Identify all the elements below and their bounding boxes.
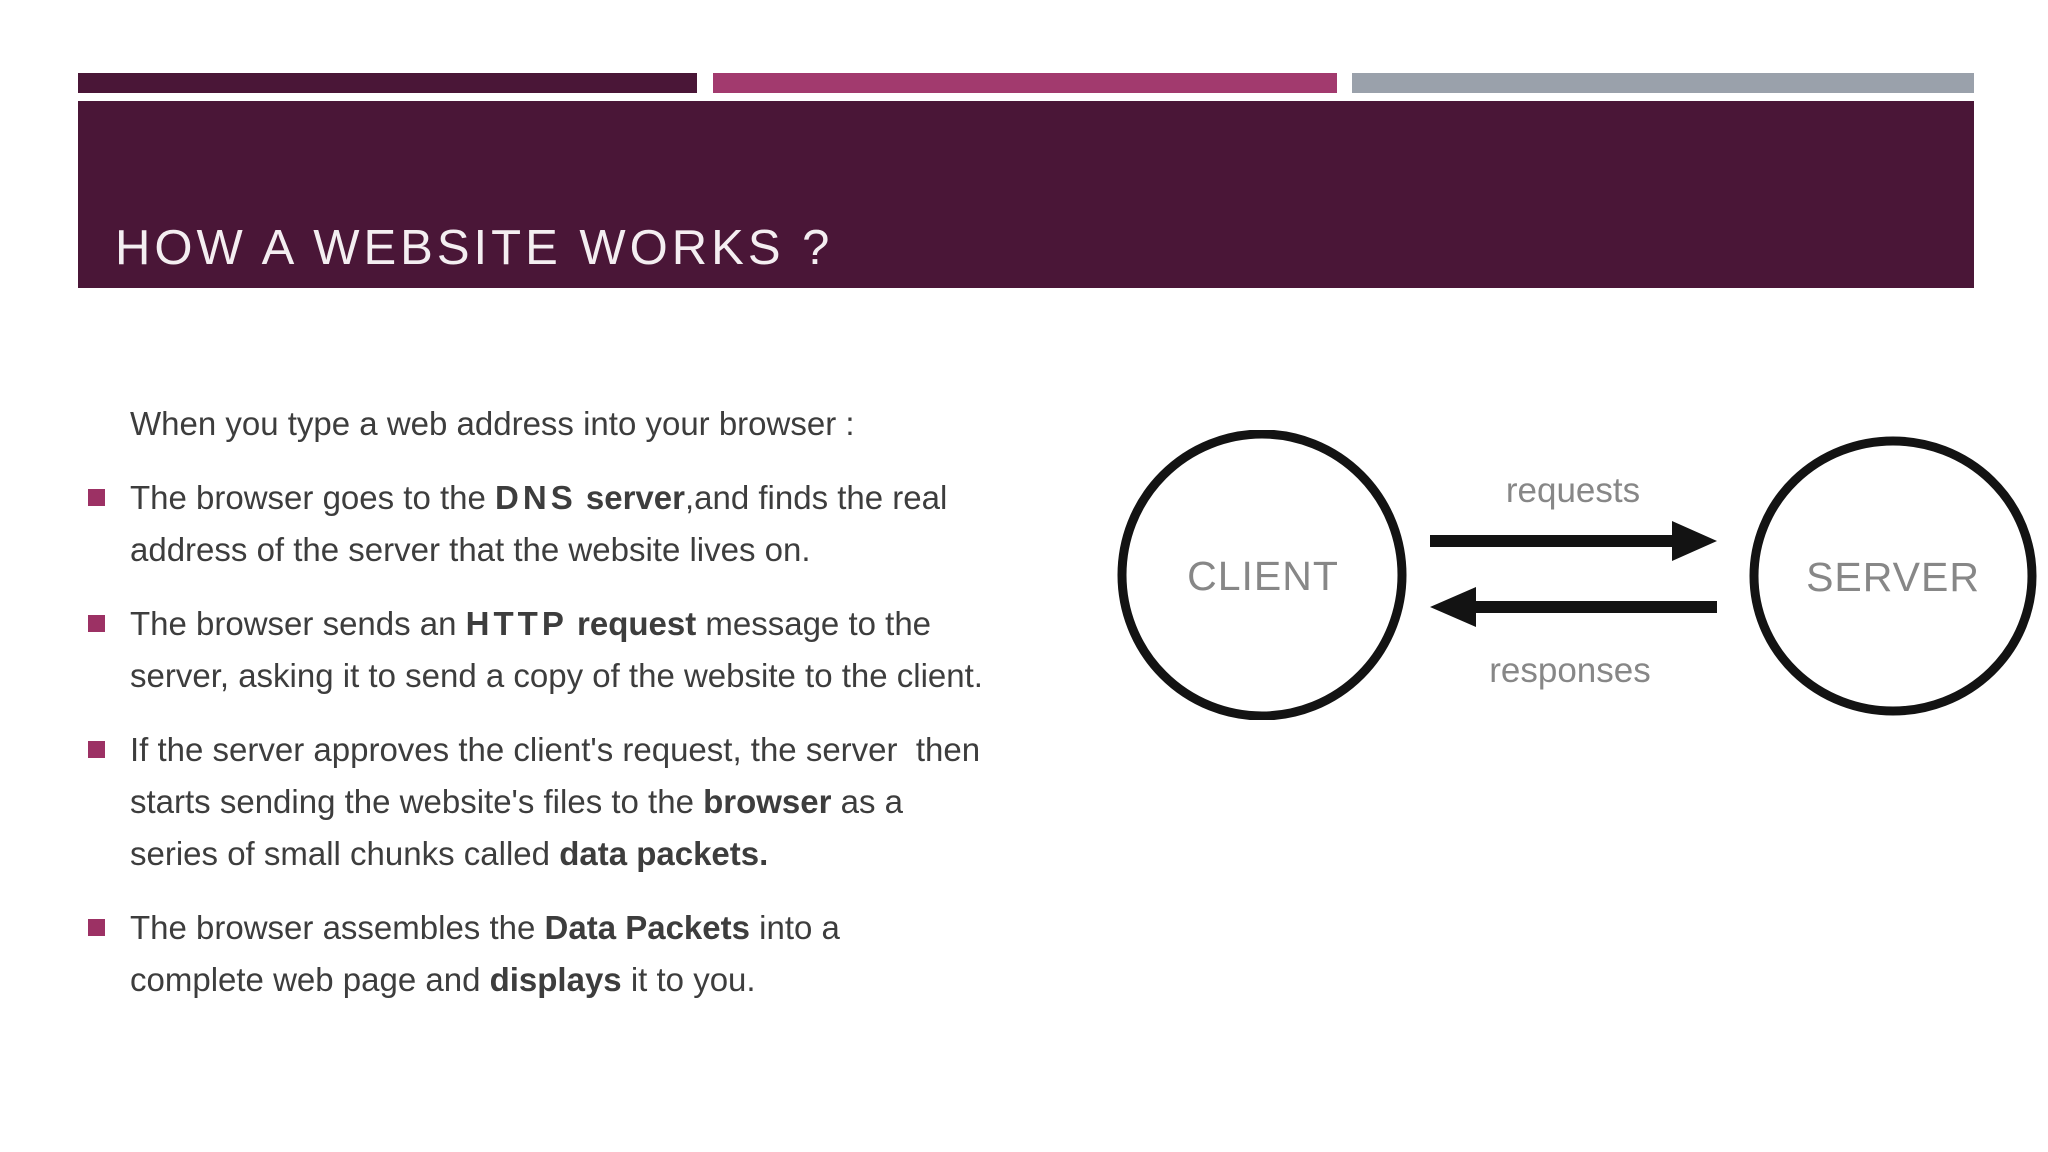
- accent-bar-dark: [78, 73, 697, 93]
- bullet-item: If the server approves the client's requ…: [88, 724, 1218, 880]
- client-server-diagram: CLIENT SERVER requests responses: [1117, 430, 2037, 720]
- accent-bar-gray: [1352, 73, 1974, 93]
- responses-arrow-label: responses: [1489, 651, 1650, 690]
- accent-bar-magenta: [713, 73, 1337, 93]
- requests-arrow-shaft: [1430, 535, 1678, 547]
- bullet-text: If the server approves the client's requ…: [130, 731, 981, 872]
- client-circle: [1117, 430, 1407, 720]
- body-content: When you type a web address into your br…: [88, 398, 1218, 1028]
- bullet-text: The browser sends an HTTP request messag…: [130, 605, 983, 694]
- requests-arrow-label: requests: [1506, 471, 1640, 510]
- bullet-item: The browser sends an HTTP request messag…: [88, 598, 1218, 702]
- requests-arrowhead-icon: [1672, 521, 1717, 561]
- bullet-marker-icon: [88, 919, 105, 936]
- bullet-text: The browser assembles the Data Packets i…: [130, 909, 840, 998]
- slide-title: HOW A WEBSITE WORKS ?: [115, 221, 834, 275]
- bullet-marker-icon: [88, 489, 105, 506]
- bullet-marker-icon: [88, 615, 105, 632]
- responses-arrowhead-icon: [1430, 587, 1476, 627]
- server-node-label: SERVER: [1806, 554, 1980, 600]
- intro-line: When you type a web address into your br…: [130, 405, 855, 442]
- server-circle: [1749, 436, 2037, 716]
- bullet-marker-icon: [88, 741, 105, 758]
- responses-arrow-shaft: [1472, 601, 1717, 613]
- bullet-item: The browser goes to the DNS server,and f…: [88, 472, 1218, 576]
- title-banner: HOW A WEBSITE WORKS ?: [78, 101, 1974, 288]
- bullet-text: The browser goes to the DNS server,and f…: [130, 479, 948, 568]
- bullet-item: The browser assembles the Data Packets i…: [88, 902, 1218, 1006]
- client-node-label: CLIENT: [1187, 553, 1339, 599]
